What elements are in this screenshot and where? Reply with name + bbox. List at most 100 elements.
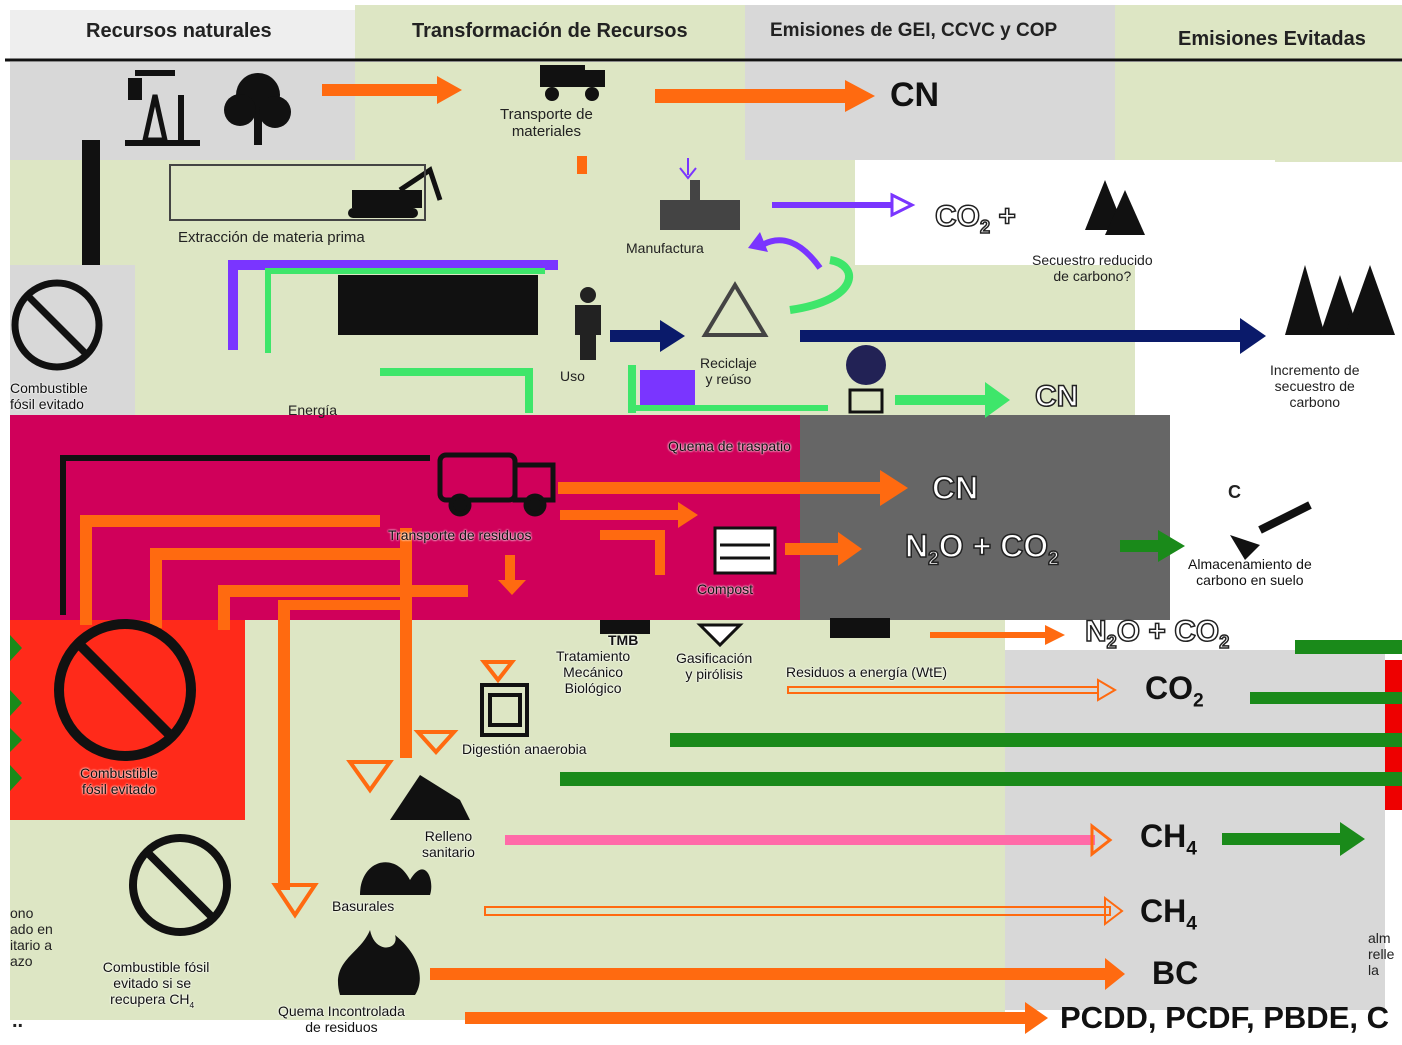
gas-ch4-a-text: CH: [1140, 818, 1187, 854]
gas-n2o-a: N: [904, 527, 929, 565]
label-quema-incontrolada: Quema Incontrolada de residuos: [278, 1003, 405, 1036]
gas-ch4-dump: CH4: [1140, 893, 1197, 935]
label-tmb: TMB: [608, 632, 639, 648]
no-fuel-icon: [11, 279, 231, 936]
green-avoided-lines: [560, 640, 1402, 856]
factory-icon: [660, 158, 740, 230]
label-transporte-residuos: Transporte de residuos: [388, 527, 532, 543]
label-digestion: Digestión anaerobia: [462, 741, 587, 757]
arrow-resources-to-transport: [322, 76, 462, 104]
gas-co2: CO2: [1145, 670, 1204, 712]
gas-n2o-a2: O + CO: [938, 527, 1049, 565]
excavator-icon: [348, 166, 443, 218]
compost-icon: [713, 526, 777, 575]
gas-n2o-co2-wte: N2O + CO2: [1084, 614, 1230, 653]
dump-truck-icon: [540, 65, 605, 101]
arrow-landfill-to-ch4: [505, 822, 1113, 858]
tree-icon: [224, 73, 291, 145]
panel-treatment-gray: [800, 415, 1170, 620]
arrow-compost-to-gases: [785, 532, 862, 566]
arrow-transport-to-cn: [655, 80, 875, 112]
gas-co2-a-sub: 2: [1047, 548, 1059, 571]
label-combustible-ch4-sub: 4: [189, 1000, 195, 1011]
label-tratamiento: Tratamiento Mecánico Biológico: [556, 648, 631, 697]
arrow-down-basurales: [271, 883, 319, 919]
label-basurales: Basurales: [332, 898, 395, 914]
label-manufactura: Manufactura: [626, 240, 704, 256]
label-quema-traspatio: Quema de traspatio: [668, 438, 791, 454]
shovel-icon: [1230, 501, 1312, 560]
gas-ch4-b-text: CH: [1140, 893, 1187, 929]
forest-icon: [1085, 180, 1395, 335]
gas-pcdd: PCDD, PCDF, PBDE, C: [1060, 1000, 1389, 1035]
panel-emissions: [745, 62, 1115, 162]
gas-n2o-b: N: [1084, 614, 1107, 649]
gas-ch4-b-sub: 4: [1186, 913, 1197, 935]
gas-cn-burn: CN: [1034, 379, 1079, 414]
label-incremento-secuestro: Incremento de secuestro de carbono: [1270, 362, 1360, 411]
label-left-partial: ono ado en itario a azo: [10, 905, 53, 970]
gas-ch4-landfill: CH4: [1140, 818, 1197, 860]
label-combustible-ch4-text: Combustible fósil evitado si se recupera…: [102, 959, 210, 1008]
gas-cn-top: CN: [890, 76, 940, 114]
label-relleno: Relleno sanitario: [422, 828, 475, 861]
landfill-icon: [390, 775, 470, 820]
extraction-frame: [169, 164, 426, 221]
arrow-burn-to-cn: [895, 382, 1010, 418]
arrow-dump-to-ch4: [484, 895, 1124, 927]
label-reciclaje: Reciclaje y reúso: [700, 355, 757, 388]
recycle-icon: [701, 281, 769, 337]
label-right-partial: alm relle la: [1368, 930, 1395, 979]
header-band-green: [355, 5, 745, 60]
green-curve-return: [789, 256, 853, 314]
gas-co2-b-sub: 2: [1218, 631, 1230, 653]
label-combustible-evitado-top: Combustible fósil evitado: [10, 380, 88, 413]
wte-icon: [830, 618, 890, 638]
gas-co2-text: CO: [1145, 670, 1193, 706]
arrow-burn-to-pcdd: [465, 1002, 1048, 1034]
label-combustible-ch4: Combustible fósil evitado si se recupera…: [95, 943, 210, 1011]
gas-n2o-co2-compost: N2O + CO2: [904, 527, 1059, 571]
arrow-manufacture-to-co2: [772, 192, 916, 218]
arrow-burn-to-bc: [430, 958, 1125, 990]
arrow-truck-to-cn: [558, 470, 908, 506]
header-band-left: [10, 10, 355, 60]
header-emisiones-evitadas: Emisiones Evitadas: [1178, 28, 1366, 50]
gas-co2-plus-text: CO: [934, 199, 981, 234]
gasification-icon: [696, 623, 744, 648]
arrow-wte-to-n2o: [930, 625, 1065, 645]
green-line-energy: [380, 368, 530, 376]
panel-lower-gray: [1005, 650, 1385, 1010]
label-left-dots: ..: [12, 1010, 24, 1032]
label-gasificacion: Gasificación y pirólisis: [676, 650, 753, 683]
label-compost: Compost: [697, 581, 754, 597]
header-recursos-naturales: Recursos naturales: [86, 20, 272, 42]
garbage-truck-icon: [437, 452, 556, 517]
oil-pump-icon: [125, 70, 200, 146]
person-icon: [575, 287, 601, 360]
purple-loop: [228, 260, 695, 405]
gas-co2-sub: 2: [1193, 690, 1204, 712]
gas-co2-plus-sub: 2: [979, 216, 991, 238]
gas-ch4-a-sub: 4: [1186, 838, 1197, 860]
green-line-top: [265, 268, 545, 274]
gas-bc: BC: [1152, 955, 1199, 991]
arrow-wte-to-co2: [787, 678, 1117, 702]
green-left-arrows: [10, 635, 22, 791]
header-band-gray: [745, 5, 1115, 60]
orange-distribution: [80, 515, 665, 890]
gas-co2-plus: CO2 +: [934, 199, 1016, 238]
label-combustible-evitado-mid: Combustible fósil evitado: [80, 765, 158, 798]
panel-avoided: [1115, 62, 1402, 162]
black-frame-line: [60, 455, 430, 461]
fire-bin-icon: [846, 345, 886, 414]
arrow-to-soil: [1120, 530, 1185, 562]
arrow-use-to-recycle: [610, 320, 685, 352]
dump-icon: [360, 862, 432, 895]
label-extraccion: Extracción de materia prima: [178, 229, 365, 246]
panel-sequester: [855, 160, 1275, 270]
gas-n2o-a-sub: 2: [927, 548, 939, 571]
arrow-recycle-to-forest: [800, 318, 1266, 354]
transport-down-tick: [577, 156, 587, 174]
